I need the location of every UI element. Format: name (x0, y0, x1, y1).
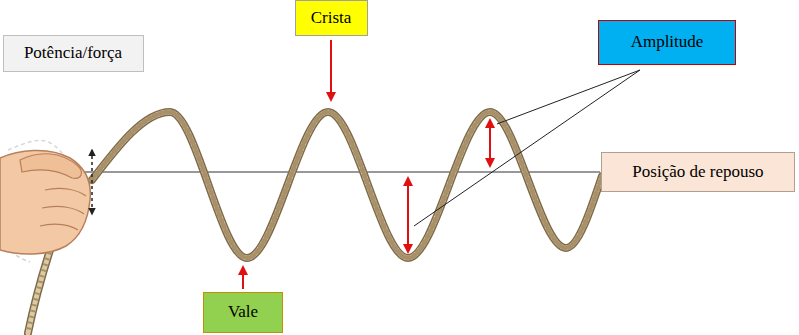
leader-line (414, 70, 640, 226)
crest-label-box: Crista (295, 0, 368, 36)
label-text: Vale (228, 302, 258, 322)
finger-line (45, 188, 86, 196)
finger-line (42, 206, 84, 214)
rope-outline (92, 112, 602, 258)
fist (0, 150, 90, 254)
trough-pointer (242, 267, 244, 289)
crest-pointer (330, 40, 332, 100)
finger-line (40, 224, 78, 230)
amplitude-arrow (489, 120, 491, 166)
leader-line (497, 70, 640, 124)
rest-position-label-box: Posição de repouso (601, 152, 795, 192)
amplitude-label-box: Amplitude (598, 20, 736, 65)
label-text: Potência/força (24, 43, 122, 63)
label-text: Amplitude (631, 32, 704, 52)
rope-fill (92, 112, 602, 258)
force-label-box: Potência/força (3, 35, 144, 72)
rope-twist (92, 112, 602, 258)
label-text: Crista (311, 8, 352, 28)
amplitude-arrow (407, 178, 409, 252)
motion-arrow (91, 150, 93, 214)
hand (0, 140, 92, 262)
thumb (20, 154, 81, 179)
label-text: Posição de repouso (632, 162, 763, 182)
trough-label-box: Vale (203, 292, 283, 333)
rope-wave (92, 112, 602, 258)
